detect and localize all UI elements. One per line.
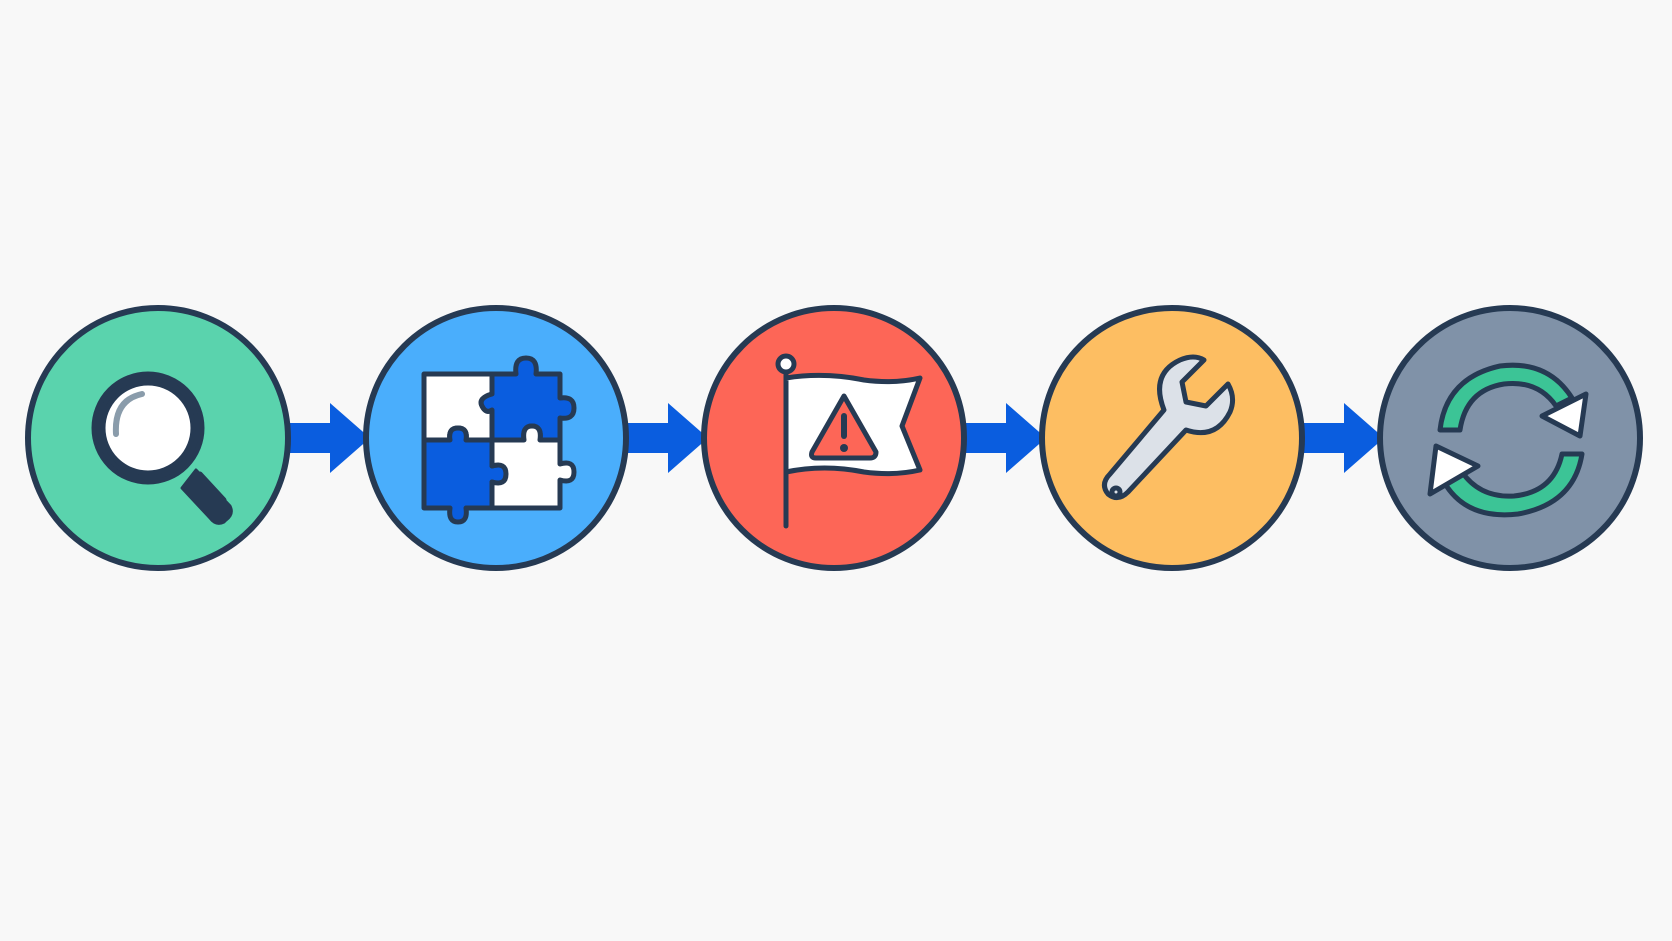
step-3-flag-issue bbox=[701, 305, 967, 571]
arrow-connector-4 bbox=[1298, 403, 1384, 473]
puzzle-pieces-icon bbox=[421, 355, 577, 525]
step-4-fix bbox=[1039, 305, 1305, 571]
step-5-circle bbox=[1377, 305, 1643, 571]
step-5-repeat bbox=[1377, 305, 1643, 571]
arrow-connector-1 bbox=[284, 403, 370, 473]
connectors bbox=[284, 403, 1384, 473]
arrow-connector-3 bbox=[960, 403, 1046, 473]
arrow-connector-2 bbox=[622, 403, 708, 473]
magnifying-glass-icon bbox=[91, 371, 233, 525]
wrench-icon bbox=[1102, 354, 1236, 500]
warning-flag-icon bbox=[775, 353, 923, 529]
step-2-assemble bbox=[363, 305, 629, 571]
step-1-investigate bbox=[25, 305, 291, 571]
refresh-cycle-icon bbox=[1427, 362, 1589, 518]
